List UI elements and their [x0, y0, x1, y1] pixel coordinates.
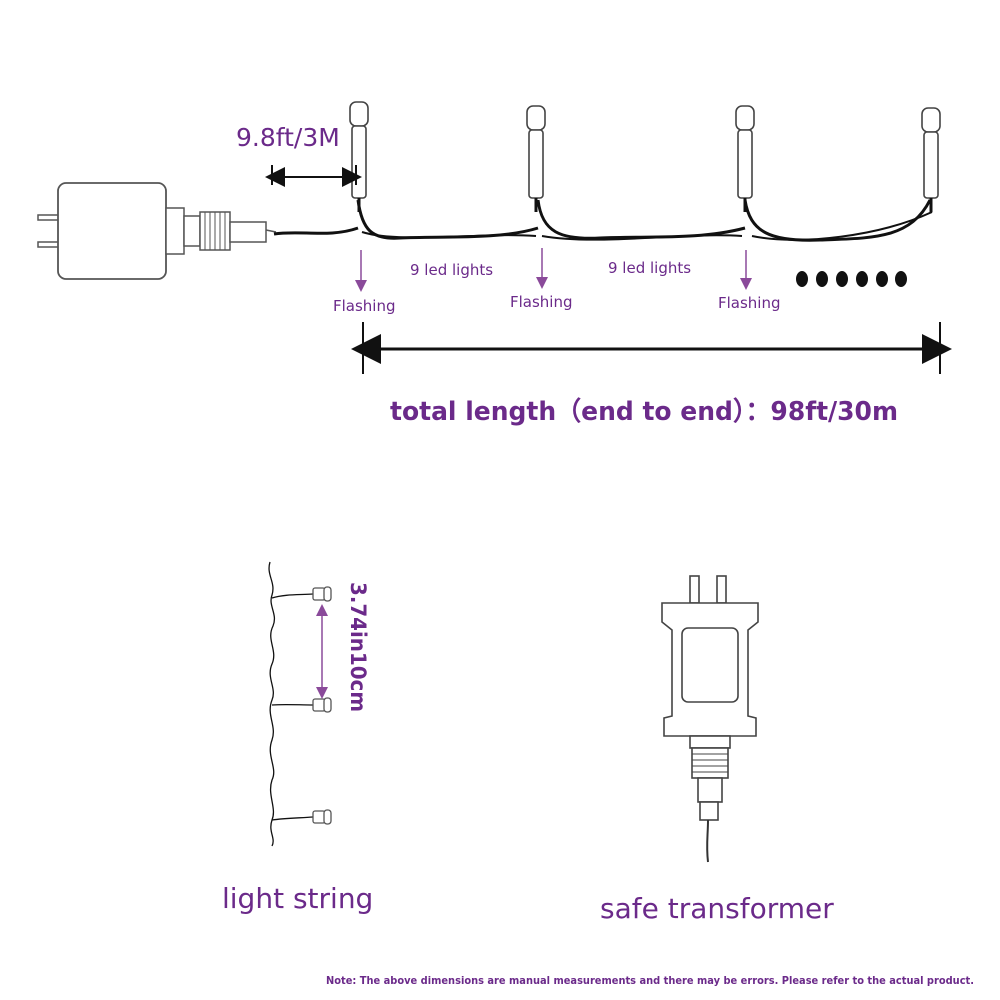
led-bulb-icon — [312, 809, 332, 825]
lead-length-label: 9.8ft/3M — [236, 123, 340, 152]
flashing-label-2: Flashing — [510, 293, 573, 311]
continuation-dots — [796, 271, 907, 287]
segment-label-right: 9 led lights — [608, 259, 691, 277]
light-string-illustration — [268, 561, 314, 847]
disclaimer-note: Note: The above dimensions are manual me… — [326, 974, 974, 987]
flashing-arrows — [355, 248, 752, 292]
transformer-cable — [706, 819, 709, 863]
plug-adapter-icon — [37, 182, 277, 280]
total-length-dimension — [351, 322, 952, 374]
light-string-caption: light string — [222, 882, 373, 915]
segment-label-left: 9 led lights — [410, 261, 493, 279]
flashing-label-3: Flashing — [718, 294, 781, 312]
transformer-icon — [661, 575, 759, 821]
led-bulb-icon — [526, 105, 546, 212]
led-bulb-icon — [312, 586, 332, 602]
led-bulb-icon — [312, 697, 332, 713]
spacing-label: 3.74in10cm — [346, 582, 370, 712]
total-length-label: total length（end to end）：98ft/30m — [390, 397, 898, 427]
led-bulb-icon — [735, 105, 755, 212]
flashing-label-1: Flashing — [333, 297, 396, 315]
led-bulb-icon — [921, 107, 941, 212]
transformer-caption: safe transformer — [600, 892, 834, 925]
lead-length-dimension — [265, 165, 362, 187]
led-bulb-icon — [349, 101, 369, 212]
main-wire — [273, 199, 933, 242]
